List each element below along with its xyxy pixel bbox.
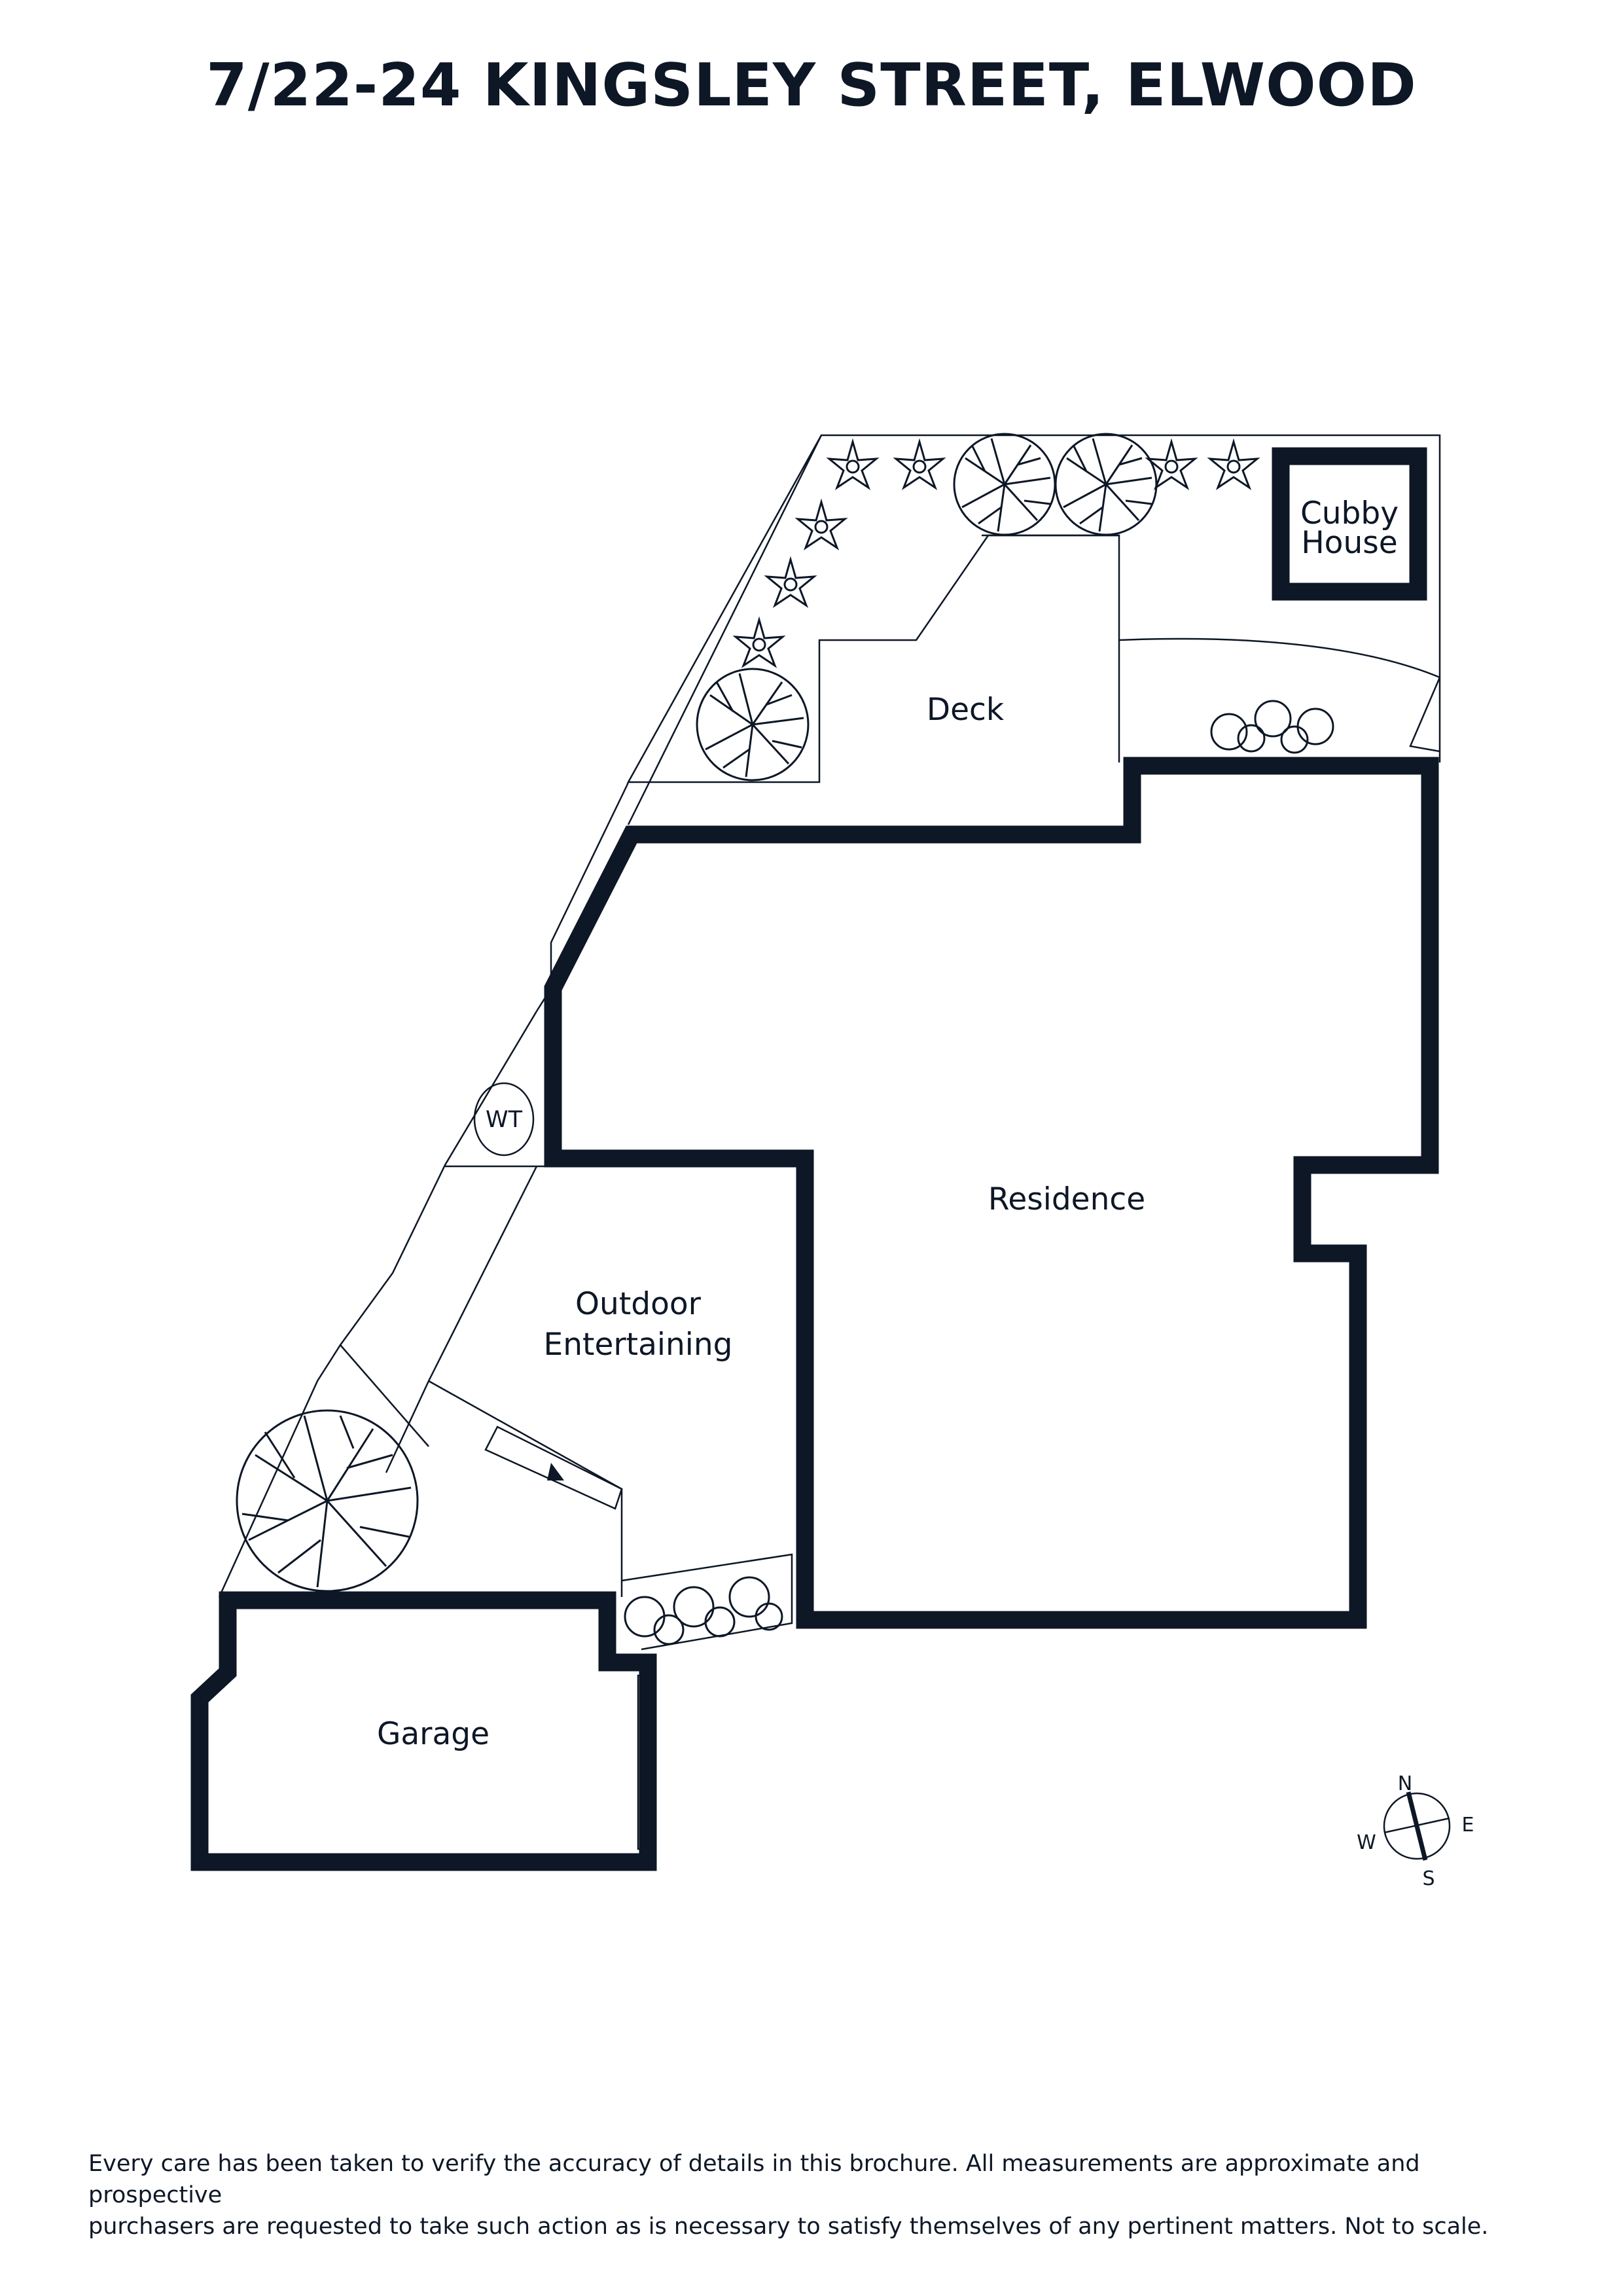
cubby-house-label-line2: House xyxy=(1301,525,1397,561)
outdoor-entertaining-label-line2: Entertaining xyxy=(544,1327,733,1363)
garage-walls xyxy=(190,1591,657,1871)
arrow-marker xyxy=(547,1463,564,1480)
compass-south: S xyxy=(1422,1867,1435,1890)
hedges xyxy=(624,700,1334,1645)
disclaimer: Every care has been taken to verify the … xyxy=(88,2148,1548,2242)
cubby-house-label-line1: Cubby xyxy=(1300,495,1399,531)
shrubs xyxy=(732,438,1260,668)
compass-west: W xyxy=(1357,1831,1376,1854)
compass-north: N xyxy=(1398,1772,1412,1795)
deck-label: Deck xyxy=(927,692,1005,728)
cubby-house-walls xyxy=(1272,447,1427,601)
water-tank-label: WT xyxy=(486,1107,523,1133)
disclaimer-line2: purchasers are requested to take such ac… xyxy=(88,2214,1489,2240)
trees xyxy=(236,433,1158,1592)
compass-east: E xyxy=(1462,1814,1474,1837)
garage-label: Garage xyxy=(377,1716,490,1752)
site-boundary xyxy=(218,434,1441,1598)
residence-label: Residence xyxy=(988,1181,1145,1217)
page-title: 7/22-24 KINGSLEY STREET, ELWOOD xyxy=(206,51,1417,120)
water-tank xyxy=(473,1082,535,1157)
outdoor-entertaining-label-line1: Outdoor xyxy=(575,1286,702,1322)
compass-icon: N E S W xyxy=(1357,1772,1474,1890)
side-paths xyxy=(340,1165,793,1651)
disclaimer-line1: Every care has been taken to verify the … xyxy=(88,2151,1420,2208)
residence-walls xyxy=(544,757,1439,1629)
